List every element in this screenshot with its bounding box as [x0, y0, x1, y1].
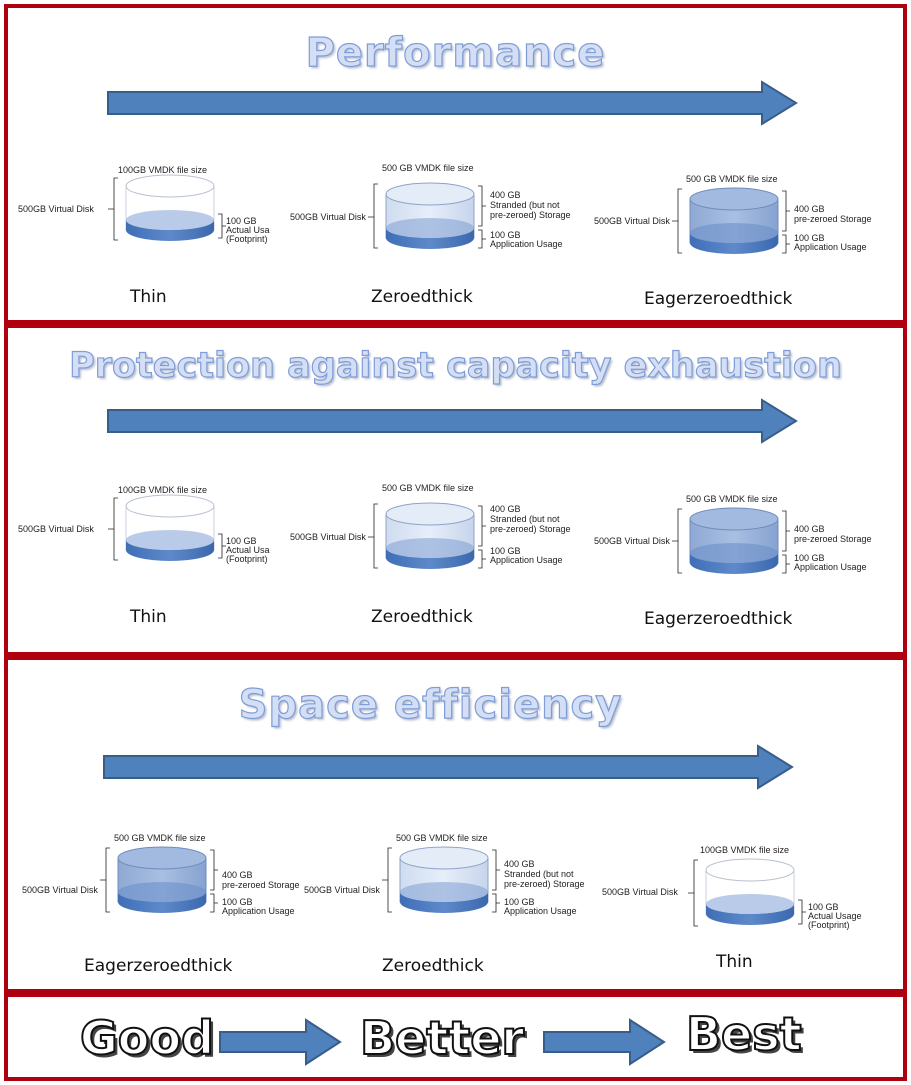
thin-cylinder-icon: [688, 858, 806, 927]
thin-cylinder-icon: [108, 494, 226, 561]
eagerzeroedthick-disk: 500 GB VMDK file size 500GB Virtual Disk…: [22, 833, 300, 922]
lower-line-1: Application Usage: [794, 242, 867, 252]
protection-panel: Protection against capacity exhaustion 1…: [4, 324, 907, 656]
eagerzeroedthick-cylinder-icon: [100, 846, 218, 913]
disk-caption: Zeroedthick: [382, 956, 484, 976]
eagerzeroedthick-disk: 500 GB VMDK file size 500GB Virtual Disk…: [594, 174, 872, 263]
lower-line-1: Application Usage: [504, 906, 577, 916]
thin-cylinder-icon: [108, 174, 226, 241]
upper-title: 400 GB: [794, 524, 825, 534]
upper-line-1: pre-zeroed Storage: [794, 534, 872, 544]
usage-line-1: Actual Usage: [808, 911, 862, 921]
thin-disk: 100GB VMDK file size 500GB Virtual Disk …: [18, 478, 270, 564]
file-size-label: 500 GB VMDK file size: [686, 494, 778, 504]
upper-line-1: Stranded (but not: [504, 869, 574, 879]
disk-caption: Eagerzeroedthick: [644, 289, 793, 309]
disk-caption: Eagerzeroedthick: [84, 956, 233, 976]
upper-line-2: pre-zeroed) Storage: [490, 210, 571, 220]
lower-title: 100 GB: [490, 230, 521, 240]
usage-title: 100 GB: [226, 536, 257, 546]
zeroedthick-cylinder-icon: [368, 502, 486, 569]
better-label: Better: [359, 1010, 525, 1066]
file-size-label: 500 GB VMDK file size: [396, 833, 488, 843]
thin-disk: 100GB VMDK file size 500GB Virtual Disk …: [602, 842, 862, 930]
upper-line-1: Stranded (but not: [490, 200, 560, 210]
lower-title: 100 GB: [490, 546, 521, 556]
upper-title: 400 GB: [504, 859, 535, 869]
upper-title: 400 GB: [490, 504, 521, 514]
file-size-label: 100GB VMDK file size: [700, 845, 790, 855]
file-size-label: 500 GB VMDK file size: [686, 174, 778, 184]
panel-heading: Space efficiency: [238, 681, 623, 728]
file-size-label: 100GB VMDK file size: [118, 165, 208, 175]
usage-title: 100 GB: [226, 216, 257, 226]
lower-title: 100 GB: [504, 897, 535, 907]
file-size-label: 100GB VMDK file size: [118, 485, 208, 495]
better-to-best-arrow-icon: [543, 1018, 666, 1066]
long-arrow-icon: [107, 398, 798, 444]
lower-title: 100 GB: [222, 897, 253, 907]
lower-title: 100 GB: [794, 233, 825, 243]
long-arrow-icon: [103, 744, 794, 790]
zeroedthick-cylinder-icon: [382, 846, 500, 913]
disk-caption: Thin: [130, 607, 167, 627]
good-to-better-arrow-icon: [219, 1018, 342, 1066]
usage-line-1: Actual Usa: [226, 225, 270, 235]
usage-title: 100 GB: [808, 902, 839, 912]
panel-heading: Protection against capacity exhaustion: [68, 345, 842, 386]
virtual-disk-label: 500GB Virtual Disk: [304, 885, 380, 895]
space-efficiency-panel: Space efficiency 500 GB VMDK file size 5…: [4, 656, 907, 993]
lower-title: 100 GB: [794, 553, 825, 563]
zeroedthick-disk: 500 GB VMDK file size 500GB Virtual Disk…: [290, 163, 571, 249]
file-size-label: 500 GB VMDK file size: [114, 833, 206, 843]
file-size-label: 500 GB VMDK file size: [382, 483, 474, 493]
eagerzeroedthick-cylinder-icon: [672, 187, 790, 254]
good-better-best-panel: Good Better Best: [4, 993, 907, 1081]
virtual-disk-label: 500GB Virtual Disk: [594, 216, 670, 226]
disk-caption: Zeroedthick: [371, 607, 473, 627]
upper-line-2: pre-zeroed) Storage: [504, 879, 585, 889]
usage-line-1: Actual Usa: [226, 545, 270, 555]
virtual-disk-label: 500GB Virtual Disk: [602, 887, 678, 897]
upper-title: 400 GB: [222, 870, 253, 880]
usage-line-2: (Footprint): [808, 920, 850, 930]
lower-line-1: Application Usage: [490, 555, 563, 565]
upper-line-1: pre-zeroed Storage: [794, 214, 872, 224]
good-label: Good: [79, 1010, 215, 1066]
zeroedthick-disk: 500 GB VMDK file size 500GB Virtual Disk…: [290, 483, 571, 569]
upper-title: 400 GB: [794, 204, 825, 214]
virtual-disk-label: 500GB Virtual Disk: [22, 885, 98, 895]
upper-line-1: pre-zeroed Storage: [222, 880, 300, 890]
disk-caption: Zeroedthick: [371, 287, 473, 307]
usage-line-2: (Footprint): [226, 234, 268, 244]
lower-line-1: Application Usage: [490, 239, 563, 249]
file-size-label: 500 GB VMDK file size: [382, 163, 474, 173]
lower-line-1: Application Usage: [222, 906, 295, 916]
eagerzeroedthick-cylinder-icon: [672, 507, 790, 574]
disk-caption: Eagerzeroedthick: [644, 609, 793, 629]
upper-title: 400 GB: [490, 190, 521, 200]
virtual-disk-label: 500GB Virtual Disk: [18, 204, 94, 214]
virtual-disk-label: 500GB Virtual Disk: [290, 212, 366, 222]
virtual-disk-label: 500GB Virtual Disk: [18, 524, 94, 534]
performance-panel: Performance 100GB VMDK file size 500GB V…: [4, 4, 907, 324]
virtual-disk-label: 500GB Virtual Disk: [290, 532, 366, 542]
disk-caption: Thin: [130, 287, 167, 307]
upper-line-1: Stranded (but not: [490, 514, 560, 524]
long-arrow-icon: [107, 80, 798, 126]
zeroedthick-disk: 500 GB VMDK file size 500GB Virtual Disk…: [304, 833, 585, 922]
disk-caption: Thin: [716, 952, 753, 972]
lower-line-1: Application Usage: [794, 562, 867, 572]
best-label: Best: [685, 1006, 803, 1062]
panel-heading: Performance: [305, 29, 606, 76]
virtual-disk-label: 500GB Virtual Disk: [594, 536, 670, 546]
zeroedthick-cylinder-icon: [368, 182, 486, 249]
thin-disk: 100GB VMDK file size 500GB Virtual Disk …: [18, 158, 270, 244]
eagerzeroedthick-disk: 500 GB VMDK file size 500GB Virtual Disk…: [594, 494, 872, 583]
usage-line-2: (Footprint): [226, 554, 268, 564]
upper-line-2: pre-zeroed) Storage: [490, 524, 571, 534]
